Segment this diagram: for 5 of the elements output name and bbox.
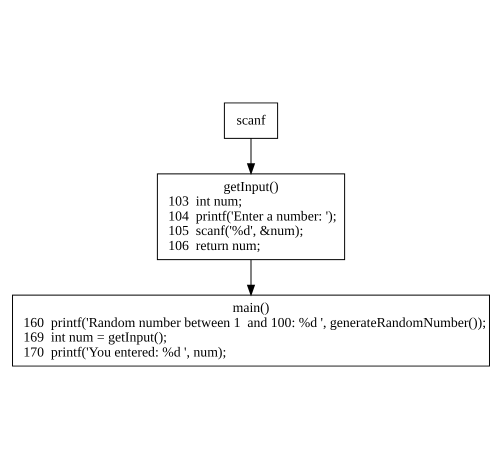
arrow: [246, 258, 256, 296]
node-box: getInput() 103 int num; 104 printf('Enter a number: '); 105 scanf('%d', &num); 106 return num;: [156, 172, 346, 260]
node-box: scanf: [224, 102, 278, 138]
node-box: main() 160 printf('Random number between 1 and 100: %d ', generateRandomNumber()); 169 int num = getInput(); 170 printf('You entered: %d ', num);: [12, 294, 490, 366]
arrow: [246, 138, 256, 175]
